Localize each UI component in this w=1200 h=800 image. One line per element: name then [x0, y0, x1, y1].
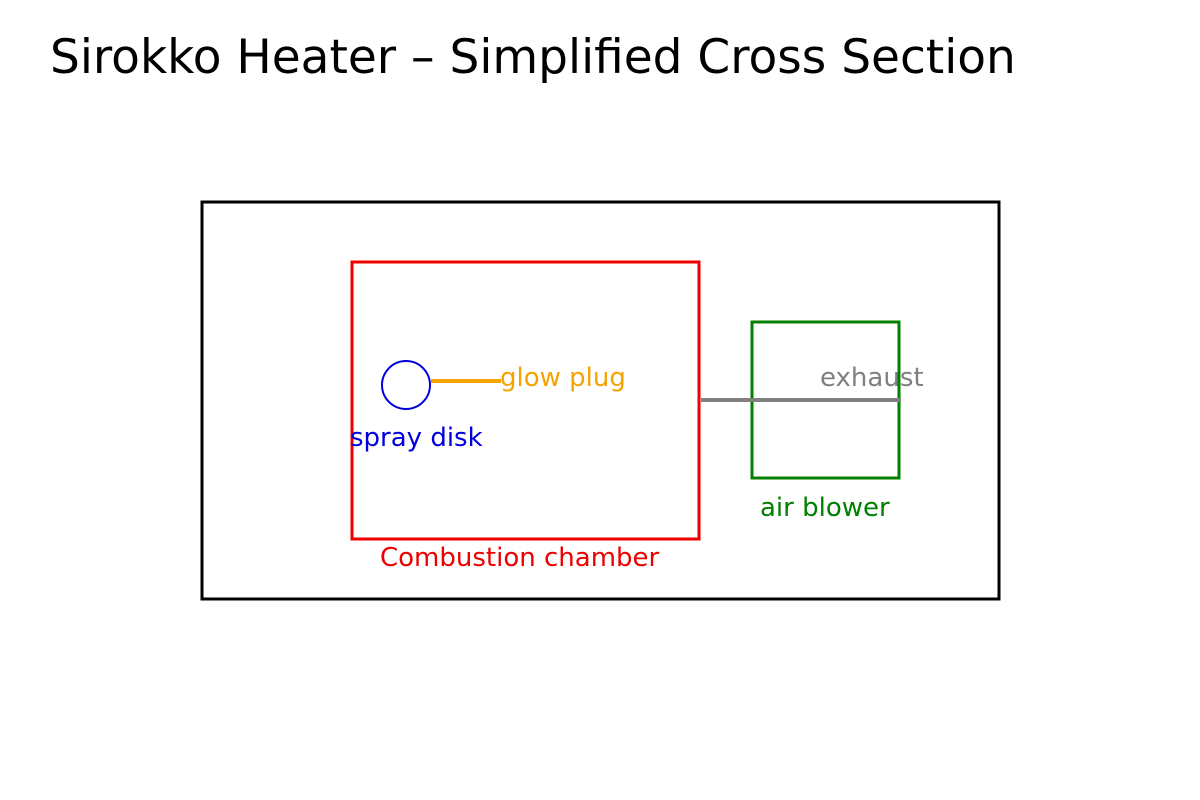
exhaust-label: exhaust: [820, 363, 924, 393]
air-blower-label: air blower: [760, 493, 890, 523]
spray-disk-label: spray disk: [350, 423, 483, 453]
combustion-chamber-label: Combustion chamber: [380, 543, 660, 573]
spray-disk: [381, 360, 431, 410]
page-title: Sirokko Heater – Simplified Cross Sectio…: [50, 30, 1016, 85]
heater-housing: [200, 200, 1001, 601]
combustion-chamber: [350, 260, 701, 541]
glow-plug-label: glow plug: [500, 363, 626, 393]
